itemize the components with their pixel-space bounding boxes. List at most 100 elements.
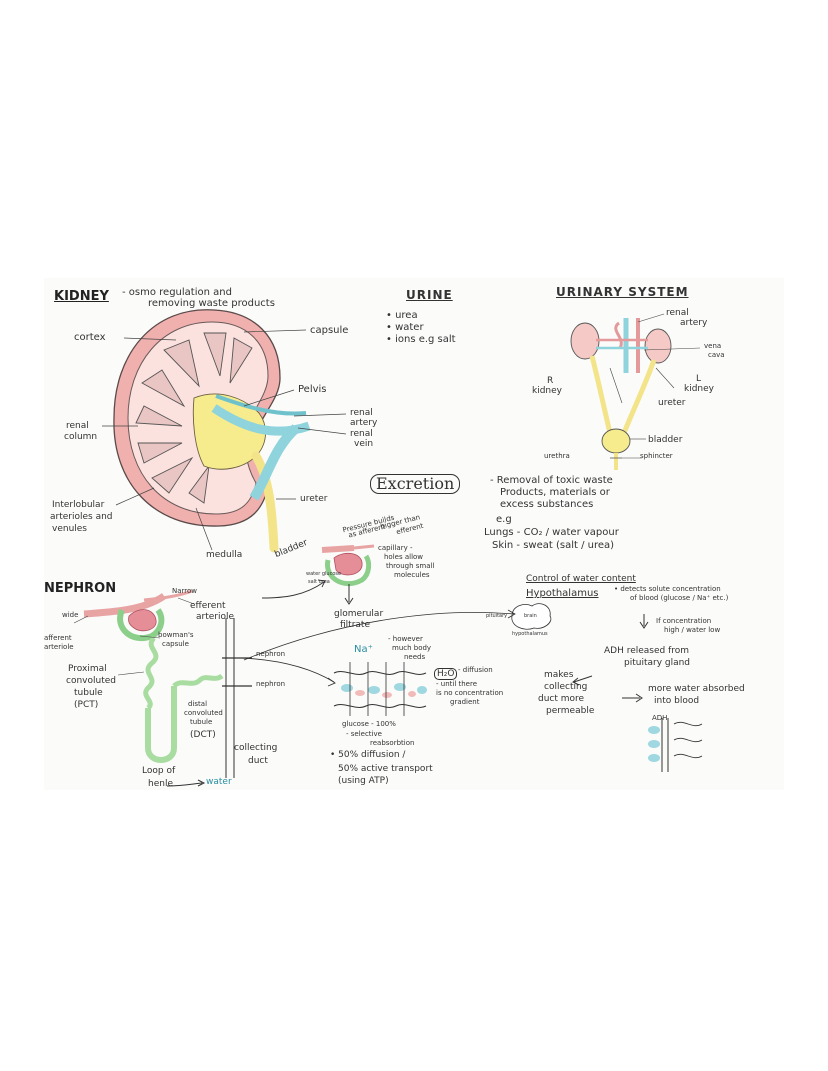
label-renal-column-1: renal — [66, 421, 89, 431]
wc-if-conc-1: If concentration — [656, 617, 712, 625]
nephron-label-pct-1: Proximal — [68, 664, 107, 674]
glomerulus-knot — [128, 609, 157, 632]
us-label-sphincter: sphincter — [640, 452, 673, 460]
reab-h2o-note-2: - until there — [436, 680, 478, 688]
glom-water-glucose: water glucose — [306, 571, 342, 577]
nephron-label-collecting-2: duct — [248, 756, 268, 766]
wc-brain: brain — [524, 613, 537, 619]
urinary-system-title: URINARY SYSTEM — [556, 285, 689, 299]
renal-artery-vessel — [215, 394, 307, 416]
reab-selective-2: reabsorbtion — [370, 739, 415, 747]
urine-item-1: • urea — [386, 310, 418, 321]
label-interlobular-2: arterioles and — [50, 512, 113, 522]
right-kidney-shape — [570, 322, 600, 360]
nephron-label-afferent-1: afferent — [44, 634, 72, 642]
kidney-subtitle-line1: - osmo regulation and — [122, 287, 232, 298]
excretion-skin: Skin - sweat (salt / urea) — [492, 540, 615, 551]
nephron-label-collecting-1: collecting — [234, 743, 278, 753]
nephron-label-dct-2: convoluted — [184, 709, 223, 717]
water-control-diagram — [243, 603, 703, 772]
distal-tubule — [172, 673, 224, 689]
excretion-def-1: - Removal of toxic waste — [490, 475, 613, 486]
wc-makes-3: duct more — [538, 694, 585, 704]
glom-capillary-1: capillary - — [378, 544, 413, 552]
kidney-diagram — [113, 309, 311, 553]
wc-makes-4: permeable — [546, 706, 595, 716]
us-label-urethra: urethra — [544, 452, 570, 460]
label-medulla: medulla — [206, 550, 243, 560]
nephron-label-afferent-2: arteriole — [44, 643, 74, 651]
nephron-label-wide: wide — [62, 611, 79, 619]
nephron-label-pct-4: (PCT) — [74, 700, 99, 710]
notes-sheet: KIDNEY - osmo regulation and removing wa… — [44, 278, 784, 790]
bowmans-cup — [117, 608, 165, 642]
nephron-label-narrow: Narrow — [172, 587, 198, 595]
bladder-shape — [601, 428, 631, 454]
nephron-diagram — [73, 589, 252, 787]
wc-if-conc-2: high / water low — [664, 626, 721, 634]
urine-item-2-text: water — [395, 322, 424, 333]
label-renal-artery-1: renal — [350, 408, 373, 418]
urine-title: URINE — [406, 288, 453, 302]
glom-capillary-3: through small — [386, 562, 435, 570]
wc-adh-2: pituitary gland — [624, 658, 691, 668]
reabsorption-diagram — [241, 657, 427, 716]
us-label-l-kidney: kidney — [684, 384, 714, 394]
nephron-label-pct-2: convoluted — [66, 676, 116, 686]
nephron-label-a: nephron — [256, 650, 286, 658]
reab-h2o-note-3: is no concentration — [436, 689, 504, 697]
us-label-ureter: ureter — [658, 398, 686, 408]
wc-absorbed-2: into blood — [654, 696, 700, 706]
nephron-title: NEPHRON — [44, 581, 117, 596]
label-interlobular-1: Interlobular — [52, 500, 105, 510]
urine-item-1-text: urea — [395, 310, 418, 321]
wc-adh-label: ADH — [652, 714, 668, 722]
wc-hypothalamus: Hypothalamus — [526, 588, 599, 599]
kidney-title: KIDNEY — [54, 289, 109, 304]
wc-makes-1: makes — [544, 670, 574, 680]
us-label-l: L — [696, 374, 702, 384]
left-kidney-shape — [644, 328, 672, 364]
label-renal-artery-2: artery — [350, 418, 378, 428]
renal-vein-vessel — [211, 404, 311, 436]
nephron-label-efferent-1: efferent — [190, 601, 226, 611]
us-label-artery: artery — [680, 318, 708, 328]
reab-selective-1: - selective — [346, 730, 382, 738]
reab-active-1: 50% active transport — [338, 764, 433, 774]
drawings — [73, 309, 703, 787]
nephron-label-dct-3: tubule — [190, 718, 213, 726]
reab-h2o-note-1: - diffusion — [458, 666, 493, 674]
urinary-system-diagram — [570, 313, 701, 470]
glom-capillary-4: molecules — [394, 571, 430, 579]
loop-of-henle — [145, 686, 177, 763]
us-label-cava: cava — [708, 351, 725, 359]
brain-outline — [511, 603, 552, 630]
nephron-label-b: nephron — [256, 680, 286, 688]
glomerulus-detail — [261, 544, 375, 605]
urine-item-3-text: ions e.g salt — [395, 334, 456, 345]
reab-na: Na⁺ — [354, 644, 373, 655]
reab-na-note-1: - however — [388, 635, 423, 643]
label-renal-column-2: column — [64, 432, 98, 442]
reab-na-note-2: much body — [392, 644, 432, 652]
wc-pituitary: pituitary — [486, 613, 508, 619]
excretion-def-2: Products, materials or — [500, 487, 610, 498]
us-label-bladder: bladder — [648, 435, 683, 445]
urine-item-2: • water — [386, 322, 424, 333]
wc-absorbed-1: more water absorbed — [648, 684, 745, 694]
reab-na-note-3: needs — [404, 653, 426, 661]
nephron-label-bowmans-2: capsule — [162, 640, 189, 648]
kidney-leader-lines — [102, 329, 347, 551]
excretion-eg: e.g — [496, 514, 512, 525]
proximal-tubule — [143, 636, 159, 710]
narrow-efferent-vessel — [143, 589, 193, 602]
nephron-label-loop-1: Loop of — [142, 766, 176, 776]
wc-makes-2: collecting — [544, 682, 588, 692]
reab-h2o: H₂O — [434, 668, 458, 680]
reab-diffusion: • 50% diffusion / — [330, 750, 406, 760]
us-label-r-kidney: kidney — [532, 386, 562, 396]
us-label-r: R — [547, 376, 554, 386]
reab-glucose: glucose - 100% — [342, 720, 396, 728]
kidney-subtitle-line2: removing waste products — [148, 298, 275, 309]
label-capsule: capsule — [310, 325, 349, 336]
